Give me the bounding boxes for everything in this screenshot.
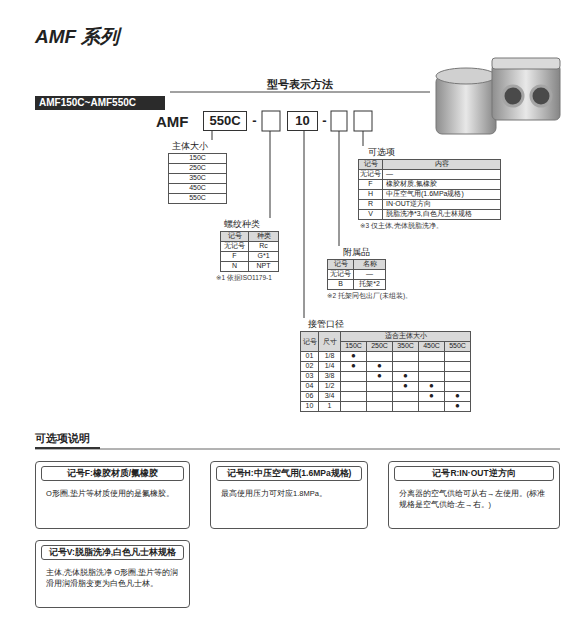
footnote: ※1 依据ISO1179-1: [216, 273, 326, 282]
option-table: 主体大小150C250C350C450C550C: [168, 140, 227, 204]
node-label: 550C: [204, 112, 246, 130]
footnote: ※3 仅主体,壳体脱脂洗净。: [360, 221, 520, 230]
empty-code-box: [331, 111, 347, 131]
option-table: 接管口径记号尺寸适合主体大小150C250C350C450C550C011/8●…: [300, 318, 471, 412]
footnote: ※2 托架同包出厂(未组装)。: [327, 291, 477, 300]
code-box: 550C: [203, 111, 247, 131]
code-separator: -: [318, 111, 331, 131]
table-heading: 可选项: [368, 146, 395, 158]
product-cap: [436, 68, 496, 84]
section-rule: [170, 92, 430, 93]
leader-line: [339, 131, 340, 246]
table-cell: 550C: [168, 193, 227, 204]
empty-code-box: [262, 111, 280, 131]
option-note-box: 记号R:IN·OUT逆方向分离器的空气供给可从右→左使用。(标准规格是空气供给:…: [388, 461, 560, 529]
table-heading: 主体大小: [172, 140, 208, 152]
table-heading: 螺纹种类: [224, 218, 260, 230]
note-heading: 记号R:IN·OUT逆方向: [394, 466, 554, 481]
note-heading: 记号F:橡胶材质/氟橡胶: [41, 466, 184, 481]
option-table: 螺纹种类记号种类无记号RcFG*1NNPT: [220, 218, 279, 272]
table-heading: 接管口径: [308, 318, 344, 330]
table-heading: 附属品: [343, 246, 370, 258]
table-cell: 1: [318, 401, 341, 412]
table-cell: NPT: [248, 261, 279, 272]
code-separator: -: [247, 111, 262, 131]
product-illustration: [436, 58, 560, 134]
series-band: AMF150C~AMF550C: [35, 96, 165, 110]
option-table: 可选项记号内容无记号—F橡胶材质,氟橡胶H中压空气用(1.6MPa规格)RIN·…: [358, 146, 501, 220]
section-rule: [35, 447, 100, 449]
note-body: 最高使用压力可对应1.8MPa。: [211, 481, 367, 499]
table-header-cell: 记号: [300, 331, 319, 352]
table-cell: 10: [300, 401, 319, 412]
leader-line: [270, 131, 271, 218]
empty-table-cell: [366, 351, 393, 362]
note-heading: 记号V:脱脂洗净,白色凡士林规格: [41, 545, 184, 560]
empty-table-cell: [366, 401, 393, 412]
note-body: 主体,壳体脱脂洗净 O形圈,垫片等的润滑用润滑脂变更为白色凡士林。: [36, 560, 189, 589]
product-port: [531, 86, 551, 106]
empty-table-cell: [392, 361, 419, 372]
section-heading: 型号表示方法: [180, 77, 420, 91]
note-body: 分离器的空气供给可从右→左使用。(标准规格是空气供给:左→右。): [389, 481, 559, 510]
product-body: [436, 76, 496, 134]
empty-table-cell: [392, 401, 419, 412]
node-label: AMF150C~AMF550C: [35, 96, 165, 110]
empty-table-cell: [444, 381, 471, 392]
empty-table-cell: [418, 401, 445, 412]
section-rule: [35, 449, 560, 450]
node-label: 10: [288, 112, 317, 130]
product-head: [492, 64, 560, 120]
note-body: O形圈,垫片等材质使用的是氟橡胶。: [36, 481, 189, 499]
table-header-cell: 尺寸: [318, 331, 341, 352]
leader-line: [212, 131, 213, 140]
empty-table-cell: [418, 371, 445, 382]
table-cell: 托架*2: [353, 279, 386, 290]
product-top: [492, 58, 560, 69]
fit-mark: ●: [444, 401, 471, 412]
empty-code-box: [354, 111, 372, 131]
leader-line: [363, 131, 364, 146]
option-note-box: 记号V:脱脂洗净,白色凡士林规格主体,壳体脱脂洗净 O形圈,垫片等的润滑用润滑脂…: [35, 540, 190, 608]
option-note-box: 记号F:橡胶材质/氟橡胶O形圈,垫片等材质使用的是氟橡胶。: [35, 461, 190, 529]
model-prefix: AMF: [156, 112, 203, 131]
table-cell: 脱脂洗净*3,白色凡士林规格: [382, 209, 501, 220]
note-heading: 记号H:中压空气用(1.6MPa规格): [216, 466, 362, 481]
code-box: 10: [287, 111, 318, 131]
option-note-box: 记号H:中压空气用(1.6MPa规格)最高使用压力可对应1.8MPa。: [210, 461, 368, 529]
page-title: AMF 系列: [35, 24, 119, 50]
empty-table-cell: [340, 401, 367, 412]
leader-line: [304, 131, 305, 318]
option-table: 附属品记号名称无记号—B托架*2: [327, 246, 386, 290]
section-heading: 可选项说明: [35, 431, 155, 446]
table-cell: V: [358, 209, 383, 220]
table-cell: N: [220, 261, 249, 272]
table-cell: B: [327, 279, 354, 290]
product-port: [503, 86, 523, 106]
